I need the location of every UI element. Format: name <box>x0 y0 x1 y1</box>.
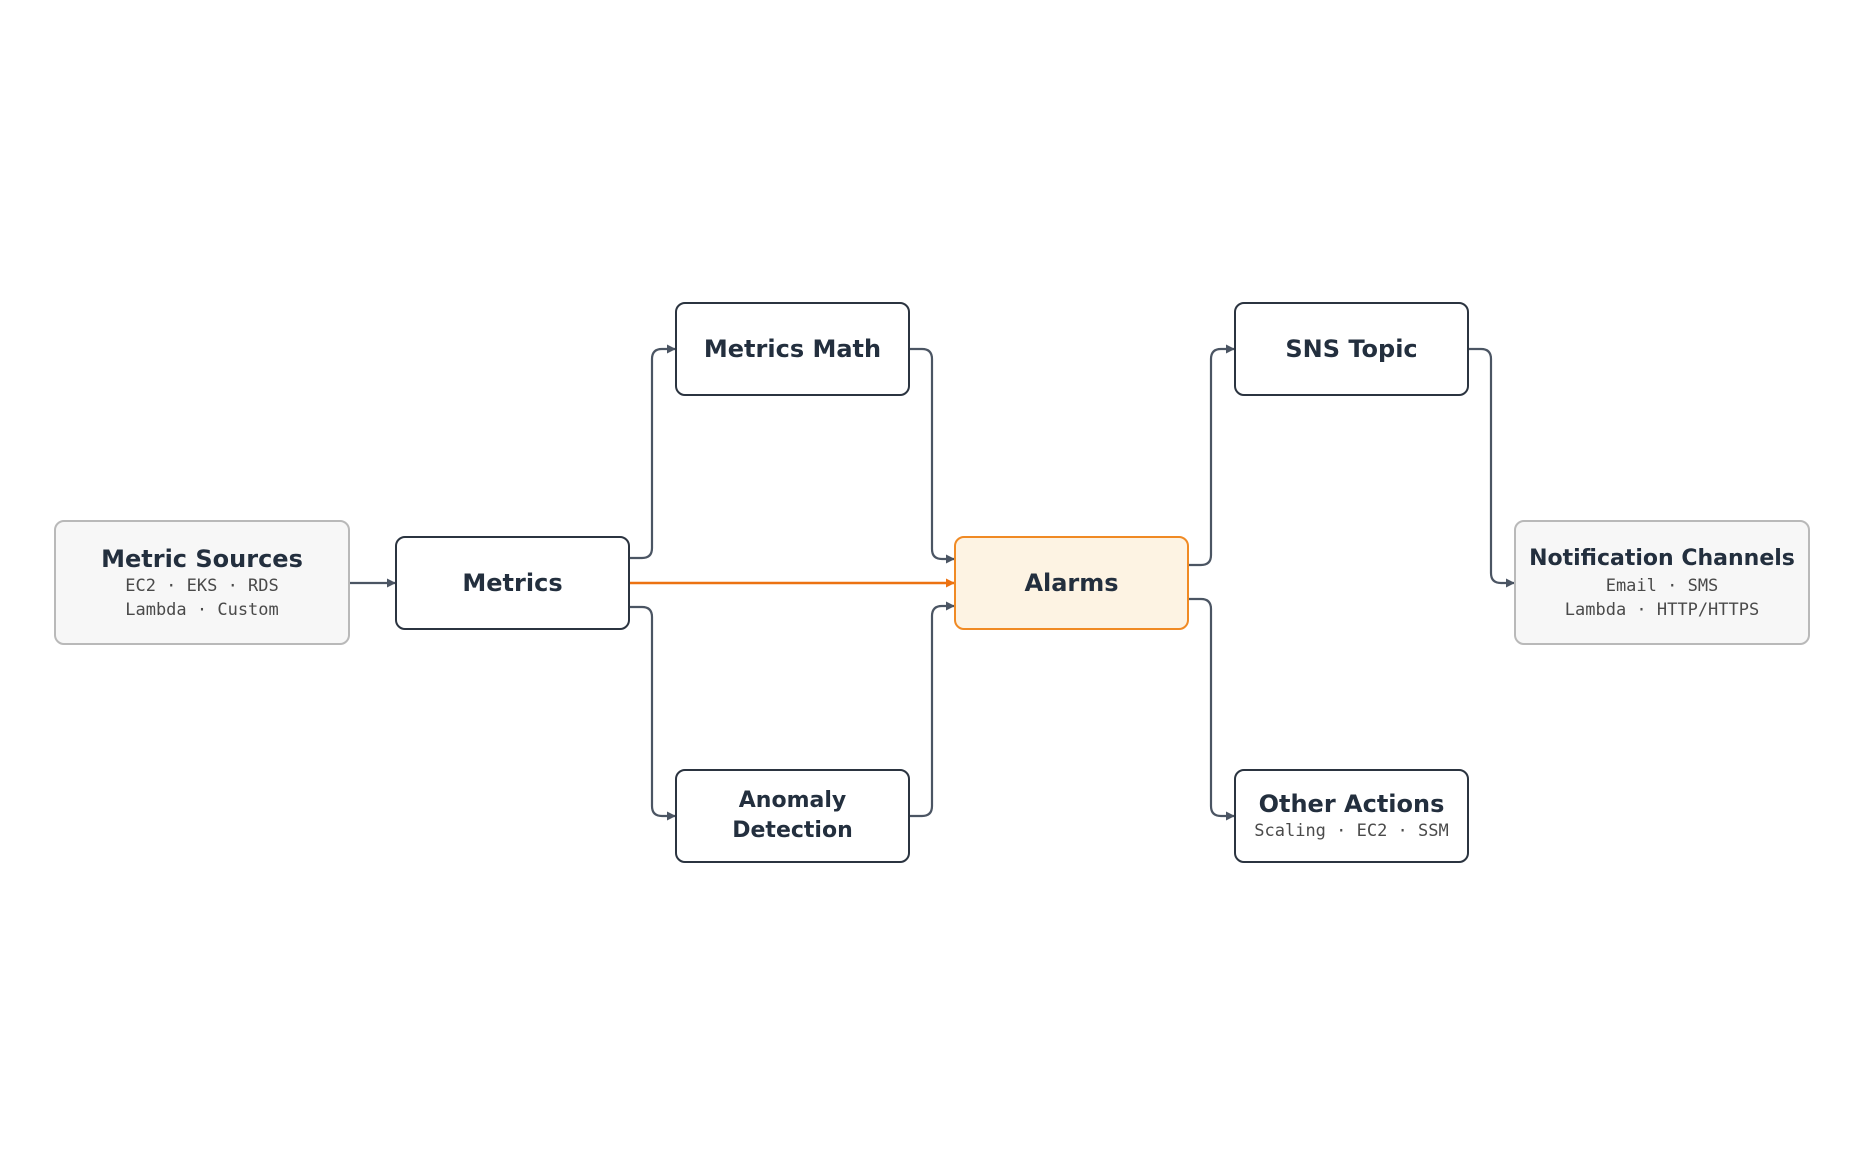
edge-anomaly-to-alarms <box>910 601 955 818</box>
edge-metrics-math-to-alarms <box>910 347 955 564</box>
node-notification-channels-title: Notification Channels <box>1529 545 1795 571</box>
node-metrics-math: Metrics Math <box>675 302 910 396</box>
node-metric-sources-line-2: Lambda · Custom <box>125 599 279 620</box>
node-other-actions-title: Other Actions <box>1258 790 1445 818</box>
node-metric-sources: Metric Sources EC2 · EKS · RDS Lambda · … <box>54 520 350 645</box>
node-other-actions: Other Actions Scaling · EC2 · SSM <box>1234 769 1469 863</box>
node-sns-topic: SNS Topic <box>1234 302 1469 396</box>
node-metrics: Metrics <box>395 536 630 630</box>
node-metrics-math-title: Metrics Math <box>703 335 882 363</box>
node-notification-channels-line-1: Email · SMS <box>1605 575 1719 596</box>
node-alarms: Alarms <box>954 536 1189 630</box>
edge-metrics-to-metrics-math <box>630 344 676 560</box>
node-anomaly-detection-title: Anomaly Detection <box>732 788 853 843</box>
node-other-actions-line-1: Scaling · EC2 · SSM <box>1254 821 1449 841</box>
node-notification-channels-line-2: Lambda · HTTP/HTTPS <box>1564 599 1760 620</box>
edge-alarms-to-other-actions <box>1189 597 1235 821</box>
node-metrics-title: Metrics <box>462 569 563 597</box>
node-sns-topic-title: SNS Topic <box>1285 335 1418 363</box>
edge-alarms-to-sns <box>1189 344 1235 567</box>
node-anomaly-detection: Anomaly Detection <box>675 769 910 863</box>
node-notification-channels: Notification Channels Email · SMS Lambda… <box>1514 520 1810 645</box>
edge-metrics-to-anomaly <box>630 605 676 821</box>
node-metric-sources-title: Metric Sources <box>101 544 303 573</box>
node-alarms-title: Alarms <box>1024 569 1119 597</box>
edge-sns-to-notification-channels <box>1469 347 1515 588</box>
node-metric-sources-line-1: EC2 · EKS · RDS <box>125 575 279 596</box>
